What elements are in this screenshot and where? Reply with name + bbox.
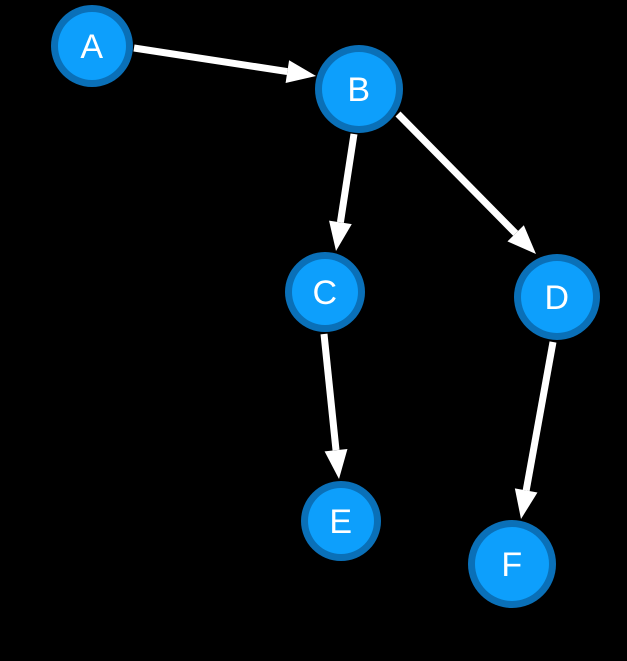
edge-shaft — [320, 333, 340, 451]
graph-edge-d-to-f — [514, 341, 557, 519]
edge-arrowhead — [324, 448, 348, 479]
node-fill — [322, 52, 396, 126]
edge-arrowhead — [285, 60, 316, 83]
graph-edge-b-to-c — [329, 133, 358, 251]
node-label: A — [80, 28, 103, 66]
graph-edge-c-to-e — [320, 333, 348, 479]
graph-node-b[interactable]: B — [315, 45, 403, 133]
edge-arrowhead — [514, 488, 538, 519]
edge-layer — [133, 44, 557, 519]
node-layer: A B C D E F — [51, 5, 600, 608]
node-label: F — [501, 546, 522, 584]
edge-arrowhead — [329, 220, 352, 251]
node-fill — [308, 488, 374, 554]
graph-node-e[interactable]: E — [301, 481, 381, 561]
edge-shaft — [395, 111, 519, 236]
graph-node-f[interactable]: F — [468, 520, 556, 608]
node-fill — [521, 261, 593, 333]
node-fill — [58, 12, 126, 80]
node-label: C — [312, 274, 337, 312]
graph-edge-b-to-d — [395, 111, 536, 254]
edge-arrowhead — [507, 225, 536, 254]
node-fill — [475, 527, 549, 601]
graph-node-d[interactable]: D — [514, 254, 600, 340]
edge-shaft — [522, 341, 557, 492]
graph-node-c[interactable]: C — [285, 252, 365, 332]
graph-node-a[interactable]: A — [51, 5, 133, 87]
graph-edge-a-to-b — [133, 44, 316, 83]
edge-shaft — [336, 133, 358, 223]
node-label: B — [347, 71, 370, 109]
node-label: D — [544, 279, 569, 317]
node-fill — [292, 259, 358, 325]
node-label: E — [329, 503, 352, 541]
edge-shaft — [133, 44, 288, 76]
